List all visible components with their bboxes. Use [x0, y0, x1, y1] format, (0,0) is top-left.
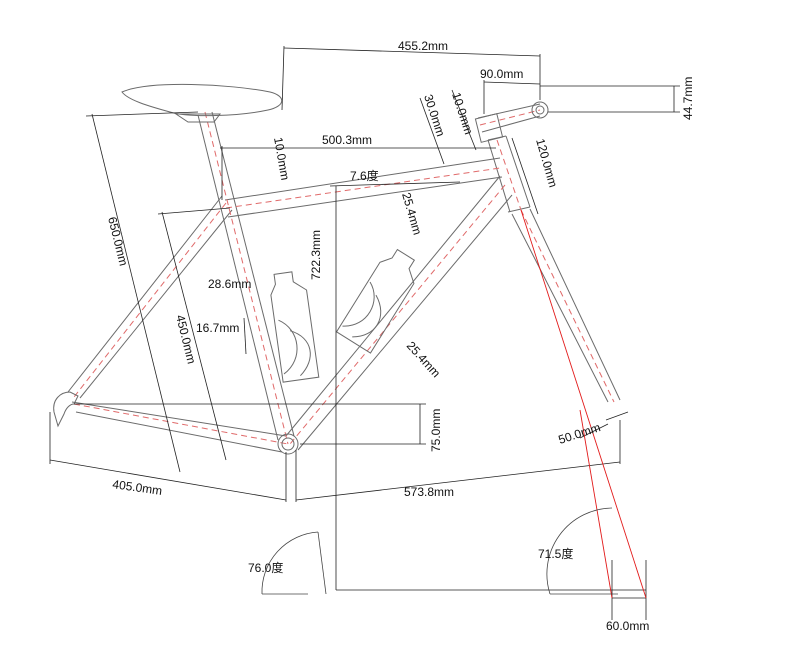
- stem-length-label: 90.0mm: [480, 67, 523, 81]
- head-tube-label: 120.0mm: [533, 137, 560, 189]
- down-tube-dia-label: 25.4mm: [404, 339, 443, 381]
- dimension-lines: [49, 45, 680, 620]
- water-bottle-icon: [335, 248, 416, 354]
- spacer-30-label: 30.0mm: [421, 93, 448, 139]
- head-angle-arc: [546, 507, 618, 595]
- dropout-icon: [53, 391, 79, 428]
- frame-outline: [67, 103, 621, 453]
- bb-drop-label: 75.0mm: [429, 409, 443, 452]
- stack-label: 722.3mm: [309, 230, 323, 280]
- top-tube-length-label: 500.3mm: [322, 133, 372, 147]
- saddle-icon: [121, 83, 283, 123]
- head-angle-label: 71.5度: [538, 546, 573, 561]
- seat-angle-label: 76.0度: [248, 560, 283, 575]
- spacer-10-label: 10.0mm: [449, 91, 476, 137]
- seat-height-label: 650.0mm: [105, 215, 131, 267]
- top-tube-slope-label: 7.6度: [350, 168, 379, 183]
- fork-rake-label: 50.0mm: [557, 420, 603, 447]
- top-tube-dia-label: 25.4mm: [399, 191, 424, 237]
- stem-icon: [531, 101, 549, 119]
- steering-axis: [520, 209, 647, 599]
- trail-label: 60.0mm: [606, 619, 649, 633]
- dimension-labels: 455.2mm 90.0mm 44.7mm 10.0mm 30.0mm 500.…: [105, 39, 695, 633]
- seat-tube-dia-label: 28.6mm: [208, 277, 251, 291]
- stem-rise-label: 44.7mm: [681, 77, 695, 120]
- seat-angle-arc: [261, 531, 327, 595]
- chainstay-label: 405.0mm: [112, 477, 163, 498]
- seat-offset-10-label: 10.0mm: [271, 136, 292, 181]
- reach-label: 455.2mm: [398, 39, 448, 53]
- front-center-label: 573.8mm: [404, 485, 454, 499]
- frame-centerlines: [73, 109, 615, 445]
- water-bottle-icon: [270, 271, 320, 383]
- seat-offset-16-label: 16.7mm: [196, 321, 239, 335]
- bottom-bracket-icon: [277, 433, 299, 455]
